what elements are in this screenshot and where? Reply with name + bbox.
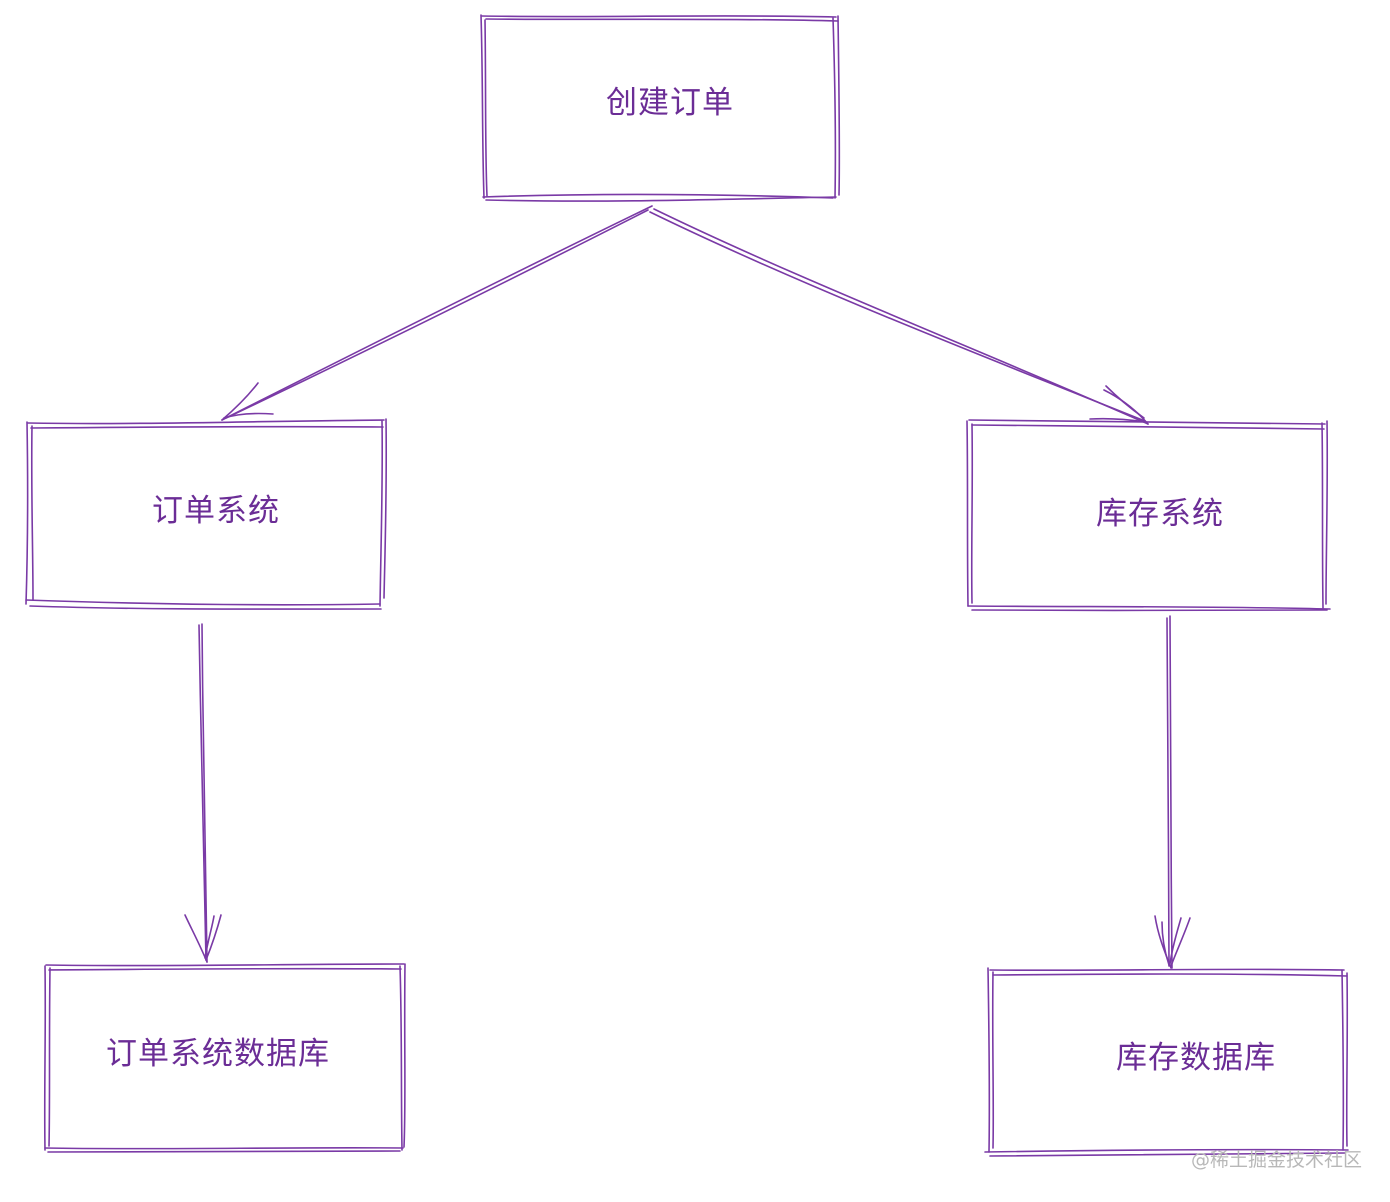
order-database-label: 订单系统数据库 [106,1036,330,1072]
edge-order-system-to-order-db [184,623,222,963]
inventory-database-box [984,967,1349,1157]
order-system-box [25,418,388,610]
edge-create-to-inventory-system [649,208,1149,425]
watermark: @稀土掘金技术社区 [1190,1149,1362,1171]
edge-create-to-order-system [221,205,653,421]
inventory-system-label: 库存系统 [1096,496,1224,532]
create-order-box [480,14,841,202]
edge-inventory-system-to-inventory-db [1154,615,1191,969]
order-system-label: 订单系统 [152,493,280,529]
create-order-label: 创建订单 [606,85,734,121]
inventory-system-box [966,419,1331,612]
order-database-box [43,963,406,1153]
inventory-database-label: 库存数据库 [1116,1040,1276,1076]
